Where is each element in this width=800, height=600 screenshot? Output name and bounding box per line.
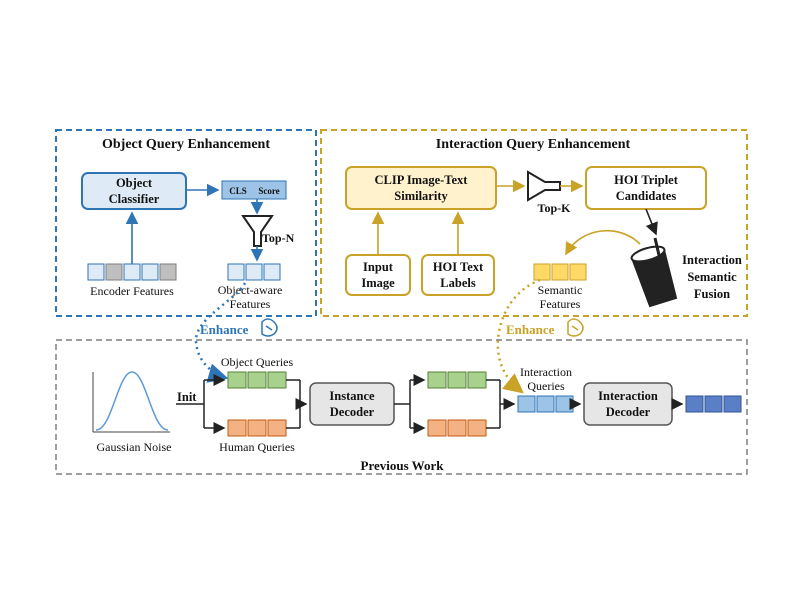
clip-similarity-box <box>345 166 497 210</box>
object-aware-features-cells <box>227 263 281 281</box>
topn-label: Top-N <box>262 231 295 245</box>
interaction-panel-border <box>320 129 748 317</box>
interaction-query-enhancement-panel: Interaction Query Enhancement CLIP Image… <box>320 129 748 317</box>
enhance-right-icon <box>567 318 584 337</box>
enhance-right-label: Enhance <box>506 322 555 337</box>
interaction-queries-cells <box>517 395 574 413</box>
semantic-features-label-2: Features <box>540 297 581 311</box>
mixing-cup-icon <box>630 237 678 308</box>
fusion-label-3: Fusion <box>694 287 730 301</box>
human-queries-cells <box>227 419 287 437</box>
object-queries-cells <box>227 371 287 389</box>
hoi-text-label-2: Labels <box>440 276 476 290</box>
input-image-label-2: Image <box>361 276 395 290</box>
object-classifier-label-1: Object <box>116 176 153 190</box>
topk-label: Top-K <box>538 201 572 215</box>
object-panel-title: Object Query Enhancement <box>102 137 270 152</box>
hoi-triplet-label-1: HOI Triplet <box>614 173 679 187</box>
cls-label: CLS <box>229 186 247 196</box>
previous-work-panel: Gaussian Noise Init Object Queries Human… <box>55 339 748 475</box>
semantic-features-cells <box>533 263 587 281</box>
previous-work-border <box>55 339 748 475</box>
arrow-triplet-to-fusion <box>645 208 658 236</box>
score-label: Score <box>258 186 279 196</box>
gaussian-noise-label: Gaussian Noise <box>97 440 172 454</box>
funnel-topn-icon <box>241 215 274 247</box>
arrow-fusion-to-semantic <box>565 230 641 256</box>
object-query-enhancement-panel: Object Query Enhancement Object Classifi… <box>55 129 317 317</box>
object-panel-border <box>55 129 317 317</box>
object-classifier-label-2: Classifier <box>109 192 160 206</box>
funnel-topk-icon <box>527 170 561 202</box>
instance-decoder-label-1: Instance <box>329 389 375 403</box>
arrow-enhance-object-queries <box>194 282 247 383</box>
interaction-panel-title: Interaction Query Enhancement <box>436 137 631 152</box>
interaction-decoder-label-1: Interaction <box>598 389 658 403</box>
object-queries-label: Object Queries <box>221 355 294 369</box>
previous-work-title: Previous Work <box>361 458 445 473</box>
semantic-features-label-1: Semantic <box>538 283 583 297</box>
init-label: Init <box>177 390 197 404</box>
hoi-triplet-label-2: Candidates <box>616 189 677 203</box>
interaction-decoder-label-2: Decoder <box>606 405 651 419</box>
cls-score-box <box>221 180 287 200</box>
object-aware-label-1: Object-aware <box>218 283 283 297</box>
input-image-label-1: Input <box>363 260 394 274</box>
output-cells <box>685 395 742 413</box>
gaussian-plot-icon <box>92 371 170 433</box>
human-queries-label: Human Queries <box>219 440 295 454</box>
hoi-text-label-1: HOI Text <box>433 260 484 274</box>
fusion-label-2: Semantic <box>687 270 737 284</box>
fusion-label-1: Interaction <box>682 253 742 267</box>
enhance-left-label: Enhance <box>200 322 249 337</box>
object-classifier-box <box>81 172 187 210</box>
enhance-left-icon <box>261 318 278 337</box>
object-aware-label-2: Features <box>230 297 271 311</box>
interaction-queries-label-1: Interaction <box>520 365 572 379</box>
clip-label-2: Similarity <box>394 189 448 203</box>
encoder-features-cells <box>87 263 177 281</box>
decoded-human-cells <box>427 419 487 437</box>
clip-label-1: CLIP Image-Text <box>375 173 469 187</box>
instance-decoder-label-2: Decoder <box>330 405 375 419</box>
interaction-queries-label-2: Queries <box>527 379 565 393</box>
decoded-object-cells <box>427 371 487 389</box>
arrow-enhance-interaction-queries <box>496 278 541 394</box>
encoder-features-label: Encoder Features <box>90 284 174 298</box>
